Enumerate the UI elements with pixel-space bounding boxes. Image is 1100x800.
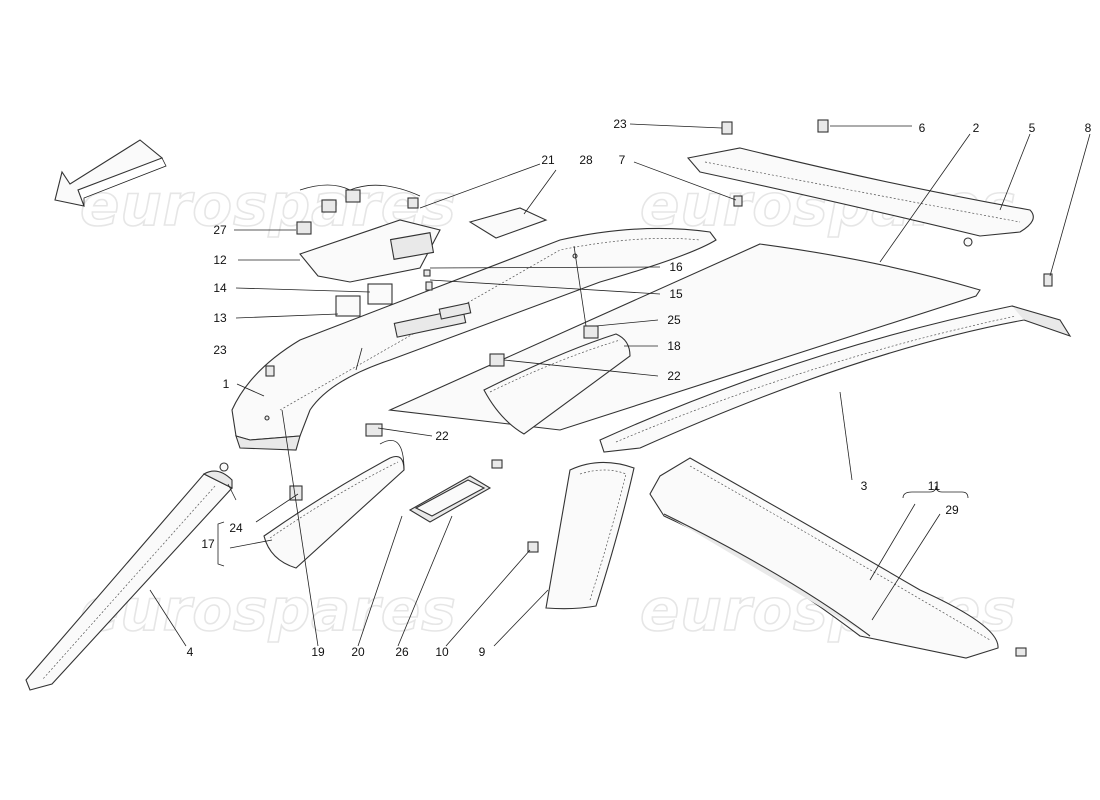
callout-25: 25 (667, 313, 681, 327)
callout-27: 27 (213, 223, 227, 237)
callout-2: 2 (973, 121, 980, 135)
watermark-bottom-left: eurospares (80, 576, 457, 644)
callout-14: 14 (213, 281, 227, 295)
callout-4: 4 (187, 645, 194, 659)
window-switches (335, 283, 393, 317)
callout-8: 8 (1085, 121, 1092, 135)
vanity-light (408, 475, 492, 523)
callout-9: 9 (479, 645, 486, 659)
callout-20: 20 (351, 645, 365, 659)
map-light (468, 207, 548, 239)
callout-1: 1 (223, 377, 230, 391)
callout-12: 12 (213, 253, 227, 267)
callout-29: 29 (945, 503, 959, 517)
brackets (217, 485, 969, 567)
sun-visor-left (263, 439, 405, 569)
callout-19: 19 (311, 645, 325, 659)
callout-6: 6 (919, 121, 926, 135)
sun-visor-right (483, 333, 631, 435)
headliner-rail-right (599, 305, 1072, 453)
callout-7: 7 (619, 153, 626, 167)
callout-15: 15 (669, 287, 683, 301)
direction-arrow-icon (54, 139, 167, 207)
callout-13: 13 (213, 311, 227, 325)
a-pillar-trim-left (25, 462, 237, 691)
leader-lines (149, 123, 1091, 647)
headliner-main (231, 227, 717, 451)
callout-5: 5 (1029, 121, 1036, 135)
callout-23-top: 23 (613, 117, 627, 131)
callout-21: 21 (541, 153, 555, 167)
callout-17: 17 (201, 537, 215, 551)
callout-3: 3 (861, 479, 868, 493)
roof-rail-trim (686, 147, 1034, 247)
callout-24: 24 (229, 521, 243, 535)
callout-18: 18 (667, 339, 681, 353)
callout-28: 28 (579, 153, 593, 167)
callout-16: 16 (669, 260, 683, 274)
callout-22-right: 22 (667, 369, 681, 383)
b-pillar-trim (545, 461, 635, 610)
callout-22-left: 22 (435, 429, 449, 443)
callout-23-left: 23 (213, 343, 227, 357)
callout-10: 10 (435, 645, 449, 659)
callout-11: 11 (928, 479, 941, 493)
callout-labels: 1 2 3 4 5 6 7 8 9 10 11 12 13 14 15 16 1… (187, 117, 1092, 659)
overhead-console (296, 184, 441, 283)
c-pillar-trim (649, 457, 999, 659)
callout-26: 26 (395, 645, 409, 659)
